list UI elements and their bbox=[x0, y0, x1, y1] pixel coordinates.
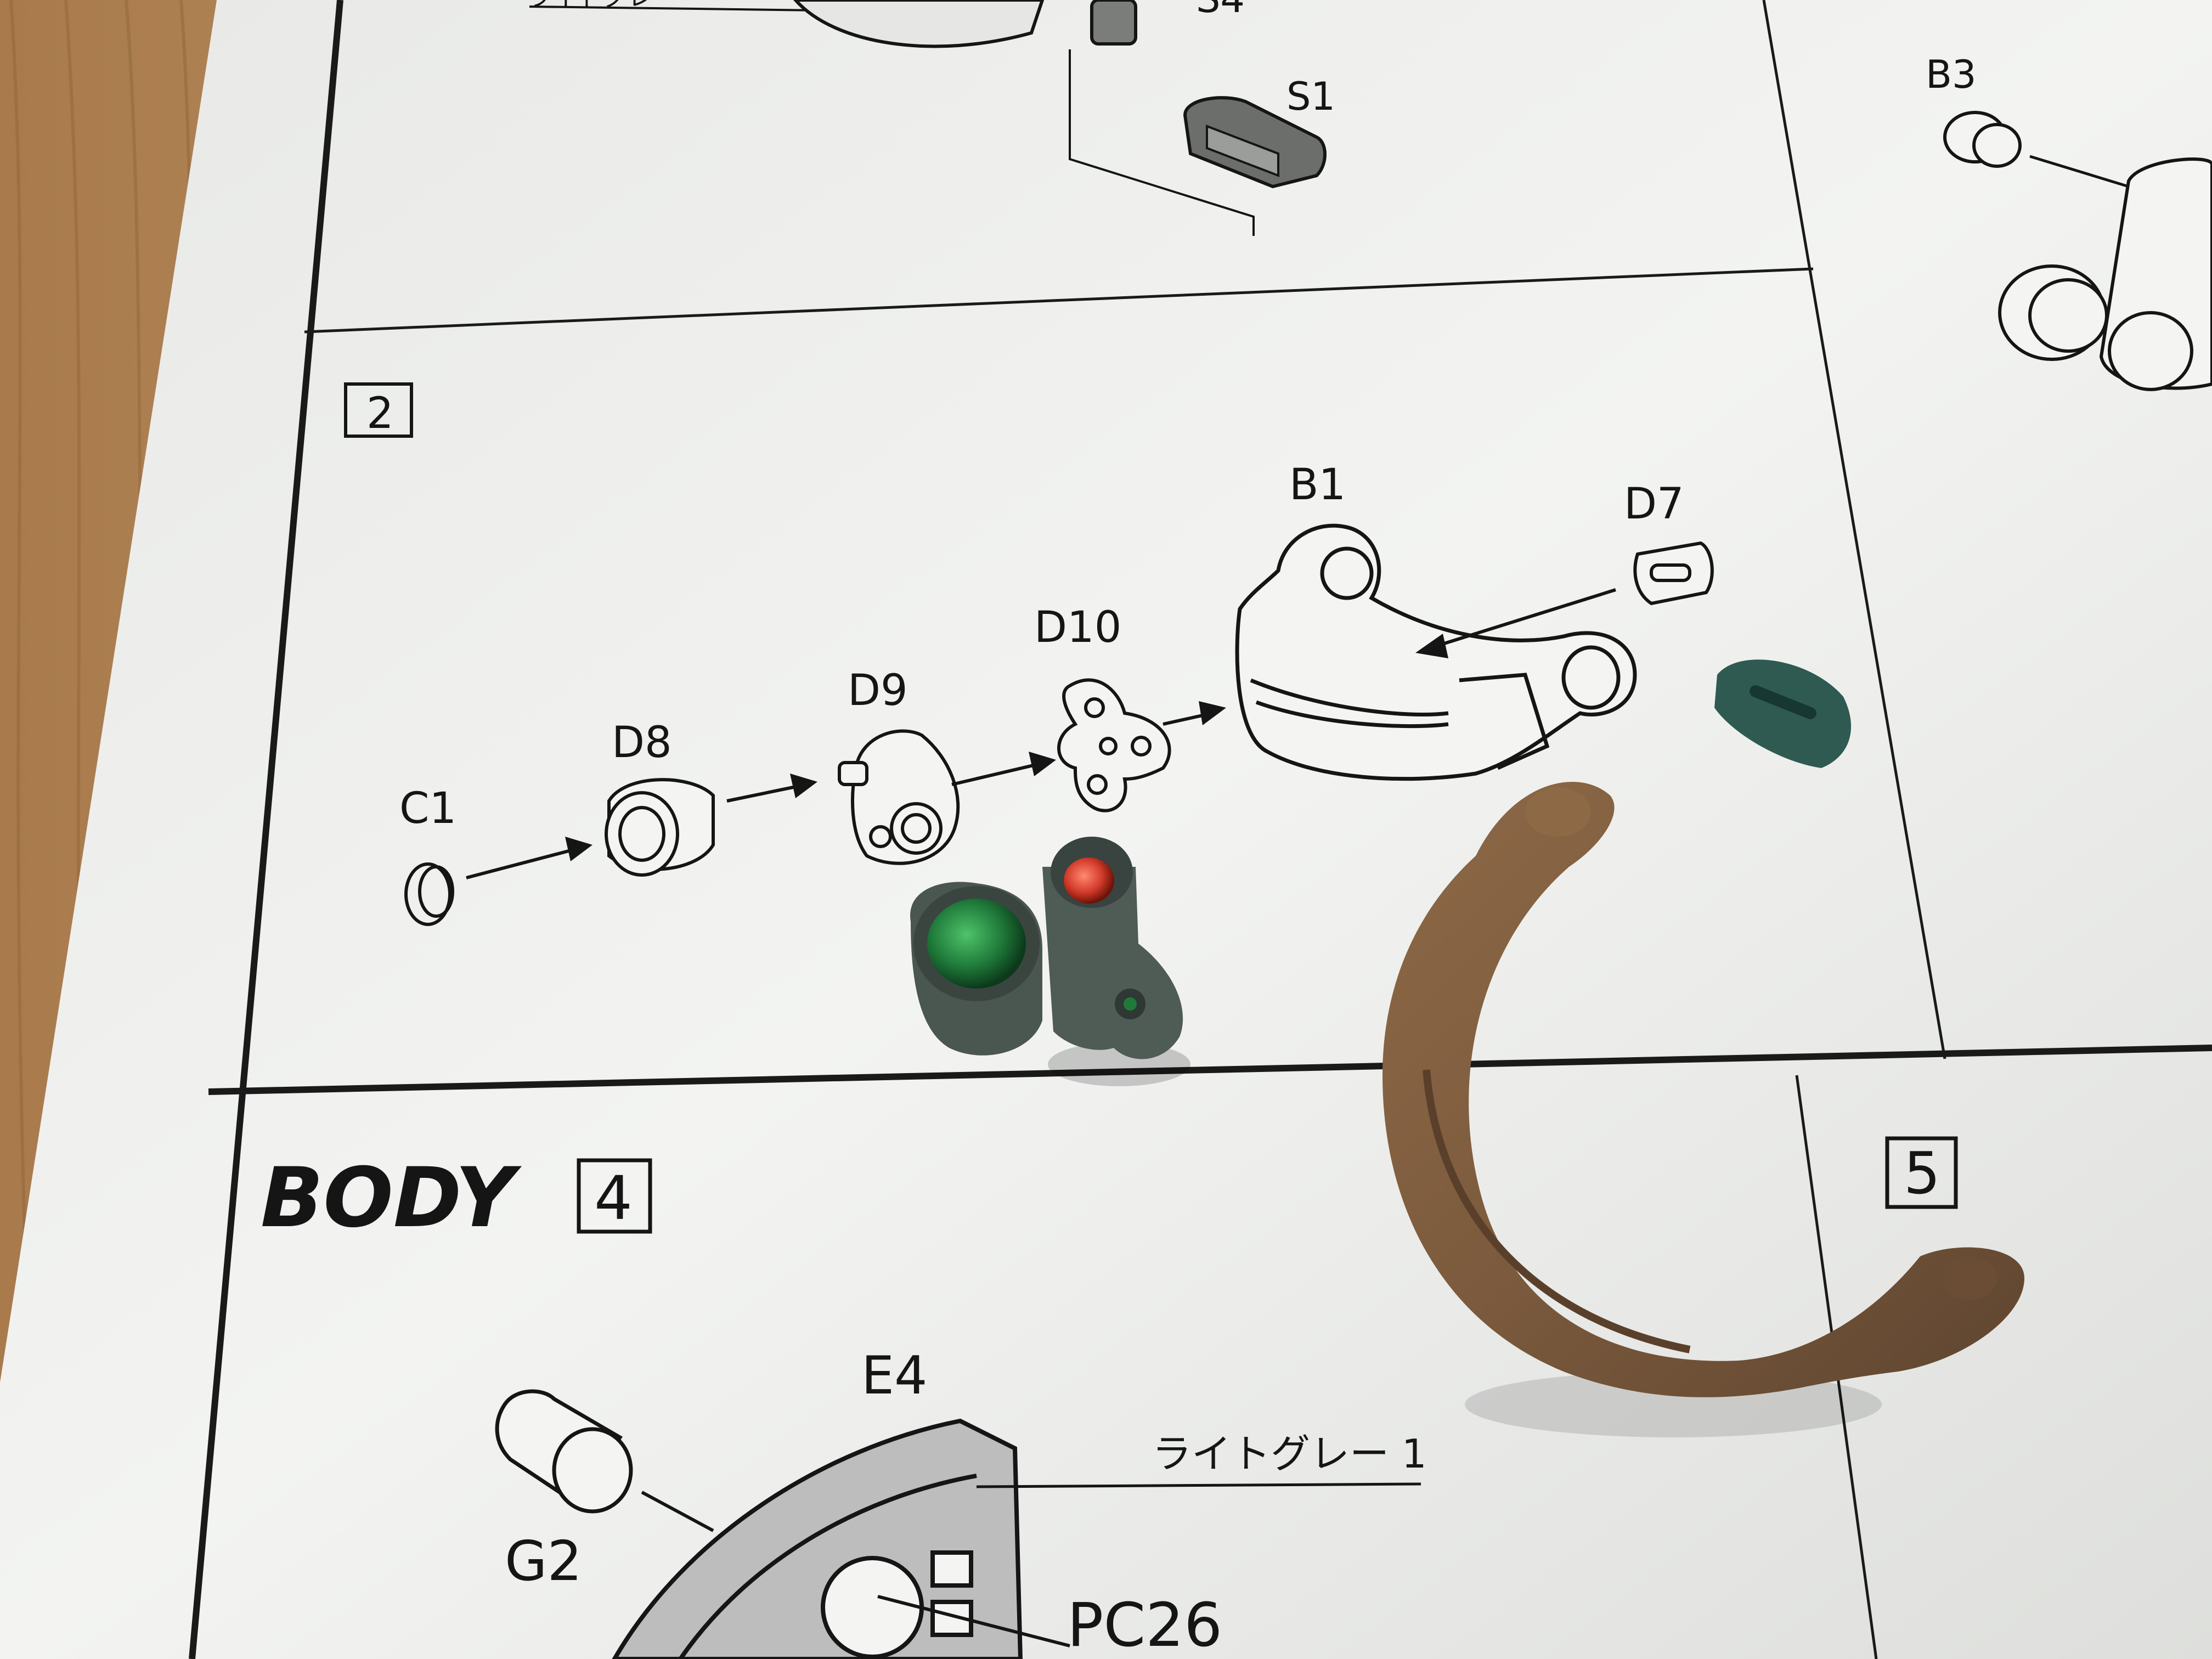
step5-panel: 5 bbox=[1885, 1136, 1958, 1209]
step5-number-box bbox=[1885, 1136, 1958, 1209]
d10-label: D10 bbox=[1034, 603, 1121, 652]
body-color-note: ライトグレー 1 bbox=[1152, 1431, 1427, 1477]
teal-part bbox=[1714, 659, 1852, 768]
step2-number-box bbox=[344, 382, 413, 438]
d8-label: D8 bbox=[612, 718, 672, 768]
step2-panel: 2 C1 D8 D9 D10 bbox=[344, 382, 1714, 926]
b1-label: B1 bbox=[1289, 460, 1346, 510]
top-panel: ライトグレー S4 S1 B3 bbox=[527, 0, 2212, 391]
s1-part-icon bbox=[1183, 96, 1327, 189]
c1-label: C1 bbox=[399, 784, 456, 833]
body-step-number-box bbox=[577, 1158, 652, 1234]
top-part-fragment bbox=[793, 0, 1045, 48]
arrow-right-icon bbox=[790, 774, 817, 798]
arrow-right-icon bbox=[1029, 752, 1056, 776]
pc26-label: PC26 bbox=[1067, 1590, 1222, 1659]
s1-label: S1 bbox=[1286, 74, 1335, 119]
d8-part-icon bbox=[605, 778, 715, 877]
g2-part-icon bbox=[495, 1389, 633, 1514]
arrow-right-icon bbox=[565, 837, 592, 861]
step2-number: 2 bbox=[366, 389, 394, 438]
d7-part-icon bbox=[1633, 541, 1714, 606]
s4-label: S4 bbox=[1196, 0, 1245, 21]
binocular-part-icon bbox=[910, 837, 1190, 1086]
s4-part-icon bbox=[1090, 0, 1137, 46]
d10-part-icon bbox=[1057, 678, 1171, 812]
visor-band-icon bbox=[1383, 782, 2024, 1437]
b3-part-icon bbox=[1943, 111, 2022, 168]
body-step-number: 4 bbox=[594, 1163, 633, 1233]
arrow-right-icon bbox=[1199, 701, 1226, 725]
top-color-note: ライトグレー bbox=[527, 0, 678, 12]
d9-label: D9 bbox=[848, 666, 908, 715]
d9-part-icon bbox=[838, 729, 960, 865]
body-title: BODY bbox=[261, 1150, 522, 1246]
d7-label: D7 bbox=[1624, 479, 1684, 529]
b3-label: B3 bbox=[1926, 52, 1977, 97]
body-section: BODY 4 E4 G2 ライトグレー 1 PC26 bbox=[261, 1150, 1427, 1659]
g2-label: G2 bbox=[505, 1529, 582, 1593]
c1-part-icon bbox=[404, 862, 454, 926]
binocular-drawing-topright bbox=[1998, 157, 2212, 391]
step5-number: 5 bbox=[1904, 1140, 1940, 1207]
e4-label: E4 bbox=[861, 1346, 927, 1406]
panel-borders bbox=[189, 0, 2212, 1659]
e4-part-icon bbox=[612, 1418, 1023, 1659]
arrow-left-icon bbox=[1415, 634, 1448, 658]
